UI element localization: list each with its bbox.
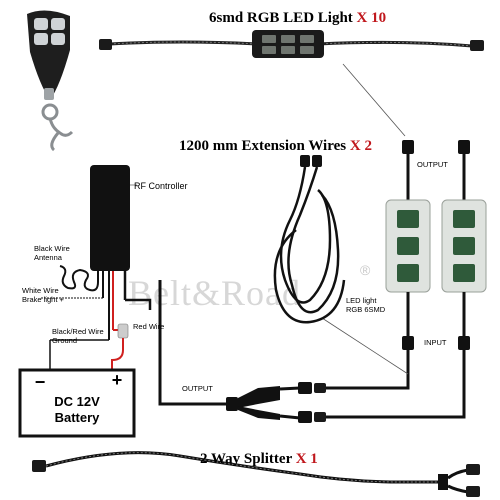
led-light-top — [99, 30, 484, 58]
output-cable — [158, 280, 238, 411]
output-label-top: OUTPUT — [417, 160, 448, 169]
output-label-bottom: OUTPUT — [182, 384, 213, 393]
remote-key-fob — [27, 10, 74, 152]
white-wire-label: White Wire — [22, 286, 59, 295]
controller-wires — [40, 265, 152, 372]
splitter-cable-bottom — [32, 451, 480, 497]
red-wire-label: Red Wire — [133, 322, 165, 331]
extension-wire-coil — [273, 155, 346, 324]
black-red-wire-label: Black/Red Wire — [52, 327, 104, 336]
led-light-caption: LED light — [346, 296, 377, 305]
title-splitter: 2 Way Splitter X 1 — [200, 451, 318, 467]
led-light-left-assembly — [385, 140, 431, 350]
battery-plus: + — [111, 370, 123, 390]
watermark: Belt&Road — [128, 273, 301, 313]
battery-voltage: DC 12V — [54, 394, 100, 409]
led-light-right-assembly — [441, 140, 487, 350]
battery-shape — [18, 368, 136, 438]
splitter-junction — [238, 350, 466, 423]
input-label: INPUT — [424, 338, 447, 347]
led-rgb-caption: RGB 6SMD — [346, 305, 386, 314]
ground-label: Ground — [52, 336, 78, 345]
rf-controller-box — [90, 165, 137, 271]
antenna-label: Antenna — [34, 253, 62, 262]
brake-light-label: Brake light + — [22, 295, 64, 304]
battery-minus: − — [34, 372, 46, 392]
rf-controller-label: RF Controller — [134, 181, 188, 191]
title-extension-wires: 1200 mm Extension Wires X 2 — [179, 138, 372, 154]
registered-mark: ® — [360, 262, 371, 278]
black-wire-label: Black Wire — [34, 244, 70, 253]
title-led-light: 6smd RGB LED Light X 10 — [209, 10, 387, 26]
battery-name: Battery — [54, 410, 100, 425]
